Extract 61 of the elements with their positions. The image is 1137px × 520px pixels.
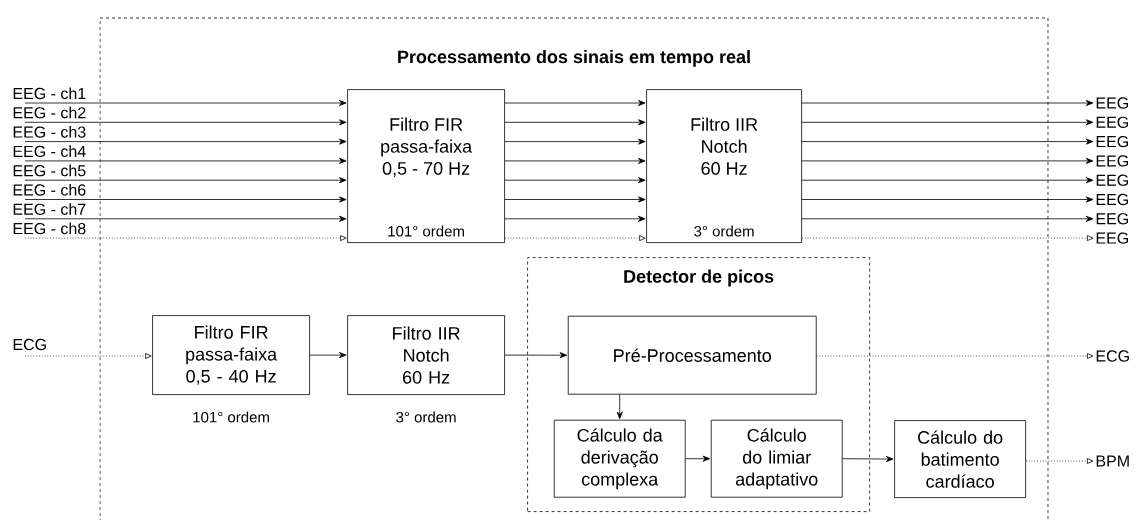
- filter-box: Filtro FIR passa-faixa 0,5 - 40 Hz: [152, 315, 310, 395]
- arrow: [504, 157, 646, 164]
- arrow: [616, 394, 623, 420]
- signal-label: ECG: [1096, 350, 1129, 362]
- process-box: Pré-Processamento: [567, 315, 817, 395]
- arrow: [801, 138, 1094, 145]
- arrow: [685, 455, 711, 462]
- arrow: [842, 456, 894, 463]
- signal-label: EEG: [1096, 97, 1128, 109]
- arrow: [24, 215, 347, 222]
- signal-label: ECG: [13, 338, 46, 351]
- signal-label: EEG - ch5: [13, 164, 86, 177]
- arrow: [24, 177, 347, 184]
- order-label: 101° ordem: [193, 411, 269, 423]
- signal-label: EEG: [1096, 232, 1128, 244]
- arrow: [309, 352, 347, 359]
- arrow: [504, 215, 646, 222]
- arrow: [801, 119, 1094, 126]
- arrow: [24, 235, 347, 241]
- arrow: [24, 353, 152, 359]
- signal-label: EEG - ch3: [13, 126, 86, 138]
- process-box: Cálculo da derivação complexa: [553, 419, 686, 498]
- signal-label: EEG: [1096, 155, 1128, 167]
- arrow: [504, 352, 568, 359]
- filter-box: Filtro IIR Notch 60 Hz: [347, 315, 505, 395]
- signal-label: EEG - ch7: [13, 203, 86, 215]
- arrow: [24, 138, 347, 145]
- signal-label: EEG: [1096, 135, 1128, 148]
- signal-label: EEG - ch8: [13, 222, 86, 235]
- arrow: [24, 157, 347, 164]
- arrow: [801, 157, 1094, 164]
- arrow: [801, 100, 1094, 106]
- arrow: [504, 100, 646, 106]
- arrow: [801, 177, 1094, 184]
- signal-label: EEG - ch2: [13, 106, 86, 119]
- process-box: Cálculo do batimento cardíaco: [894, 420, 1026, 498]
- arrow: [816, 353, 1094, 359]
- arrow: [504, 196, 646, 203]
- filter-box: Filtro IIR Notch 60 Hz 3° ordem: [646, 89, 802, 243]
- arrow: [24, 196, 347, 203]
- signal-label: EEG - ch1: [13, 87, 86, 100]
- signal-label: EEG: [1096, 213, 1128, 225]
- arrow: [24, 100, 347, 106]
- signal-label: EEG: [1096, 116, 1128, 128]
- signal-label: EEG: [1096, 174, 1128, 186]
- arrow: [801, 215, 1094, 222]
- arrow: [504, 177, 646, 184]
- arrow: [504, 119, 646, 126]
- order-label: 3° ordem: [396, 411, 456, 423]
- arrow: [24, 119, 347, 126]
- arrow: [504, 235, 646, 241]
- signal-label: EEG: [1096, 193, 1128, 206]
- filter-box: Filtro FIR passa-faixa 0,5 - 70 Hz 101° ordem: [347, 89, 505, 243]
- signal-label: BPM: [1096, 455, 1129, 467]
- process-box: Cálculo do limiar adaptativo: [710, 419, 843, 498]
- arrow: [801, 196, 1094, 203]
- arrow: [801, 235, 1094, 241]
- arrow: [504, 138, 646, 145]
- signal-label: EEG - ch6: [13, 183, 86, 196]
- signal-label: EEG - ch4: [13, 145, 86, 158]
- arrow: [1025, 458, 1094, 464]
